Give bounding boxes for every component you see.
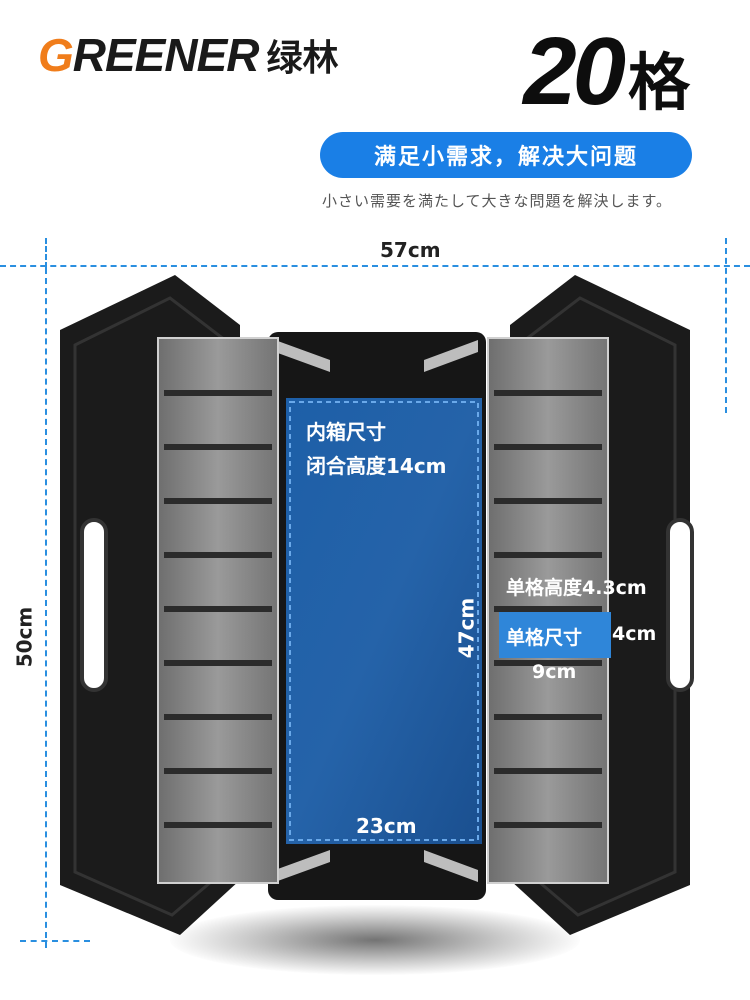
width-label: 57cm [380, 238, 441, 262]
right-handle [666, 518, 694, 692]
width-dimension-line [0, 265, 750, 267]
hinge-top-right [424, 340, 478, 372]
headline-number: 20 [523, 18, 626, 125]
left-tray-dividers [164, 390, 272, 828]
headline: 20 格 [523, 24, 690, 122]
height-bottom-guide [20, 940, 90, 942]
brand-chinese: 绿林 [266, 38, 339, 79]
highlighted-cell [499, 612, 611, 658]
width-right-guide [725, 238, 727, 413]
slogan-pill: 满足小需求，解决大问题 [320, 132, 692, 178]
inner-length-label: 47cm [454, 597, 479, 659]
cell-depth-label: 4cm [612, 623, 657, 645]
inner-compartment-outline [289, 401, 479, 841]
height-dimension-line [45, 268, 47, 948]
hinge-top-left [275, 340, 330, 372]
cell-size-label: 单格尺寸 [506, 627, 583, 649]
hinge-bottom-left [275, 850, 330, 882]
cell-height-label: 单格高度4.3cm [506, 577, 647, 599]
inner-box-closed-height: 闭合高度14cm [306, 454, 447, 478]
floor-shadow [170, 905, 580, 975]
left-handle [80, 518, 108, 692]
inner-compartment [286, 398, 482, 844]
japanese-subtitle: 小さい需要を満たして大きな問題を解決します。 [322, 192, 673, 210]
right-tray-dividers [494, 390, 602, 828]
cell-width-label: 9cm [532, 661, 577, 683]
brand-latin: GREENER [38, 29, 259, 81]
inner-box-title: 内箱尺寸 [306, 420, 386, 444]
hinge-bottom-right [424, 850, 478, 882]
headline-unit: 格 [627, 46, 690, 119]
brand-logo: GREENER 绿林 [38, 28, 339, 82]
inner-width-label: 23cm [356, 814, 417, 838]
width-left-guide [45, 238, 47, 268]
